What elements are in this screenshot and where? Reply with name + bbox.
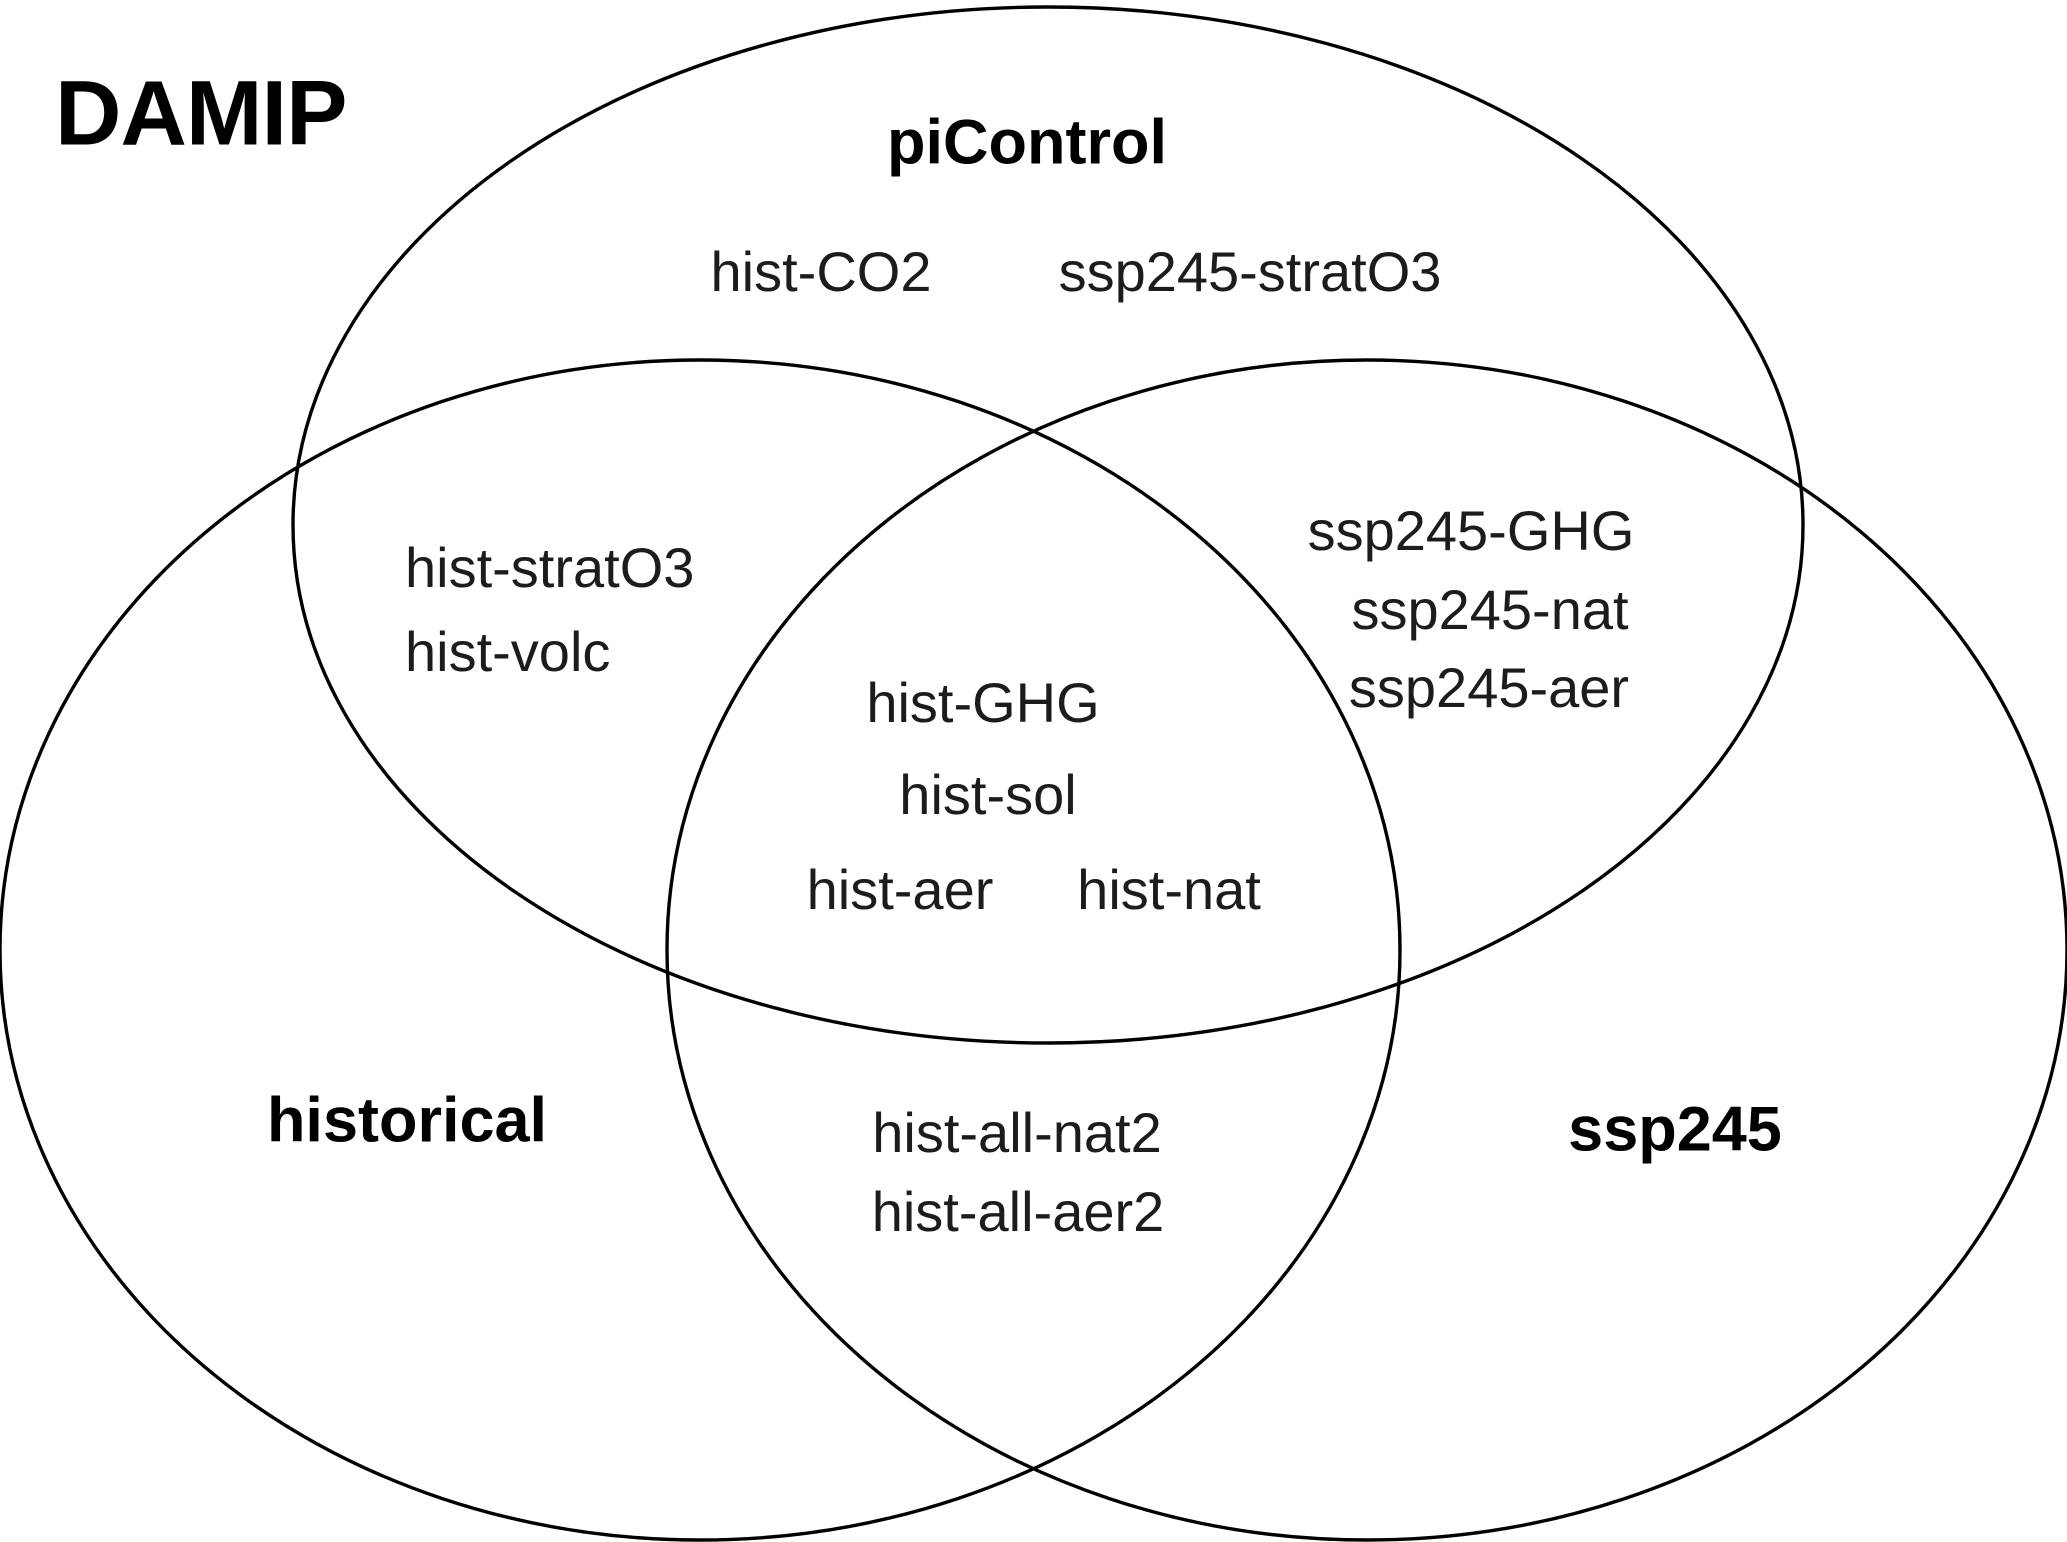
diagram-title: DAMIP (55, 62, 347, 165)
experiment-label: ssp245-stratO3 (1058, 240, 1442, 303)
experiment-label: ssp245-nat (1351, 578, 1629, 641)
experiment-label: hist-CO2 (710, 240, 932, 303)
experiment-label: hist-all-nat2 (872, 1101, 1162, 1164)
experiment-label: hist-volc (405, 620, 611, 683)
historical-ellipse (0, 358, 1402, 1542)
experiment-label: hist-aer (806, 858, 994, 921)
set-label-historical: historical (266, 1085, 548, 1156)
experiment-label: hist-GHG (866, 671, 1100, 734)
ssp245-ellipse (665, 358, 2067, 1542)
experiment-label: hist-sol (899, 763, 1077, 826)
experiment-label: hist-nat (1077, 858, 1261, 921)
set-label-ssp245: ssp245 (1568, 1094, 1782, 1165)
experiment-label: ssp245-GHG (1307, 499, 1635, 562)
picontrol-ellipse (291, 5, 1805, 1045)
experiment-label: ssp245-aer (1348, 656, 1630, 719)
experiment-label: hist-stratO3 (405, 536, 695, 599)
experiment-label: hist-all-aer2 (871, 1180, 1165, 1243)
set-label-picontrol: piControl (887, 107, 1167, 178)
